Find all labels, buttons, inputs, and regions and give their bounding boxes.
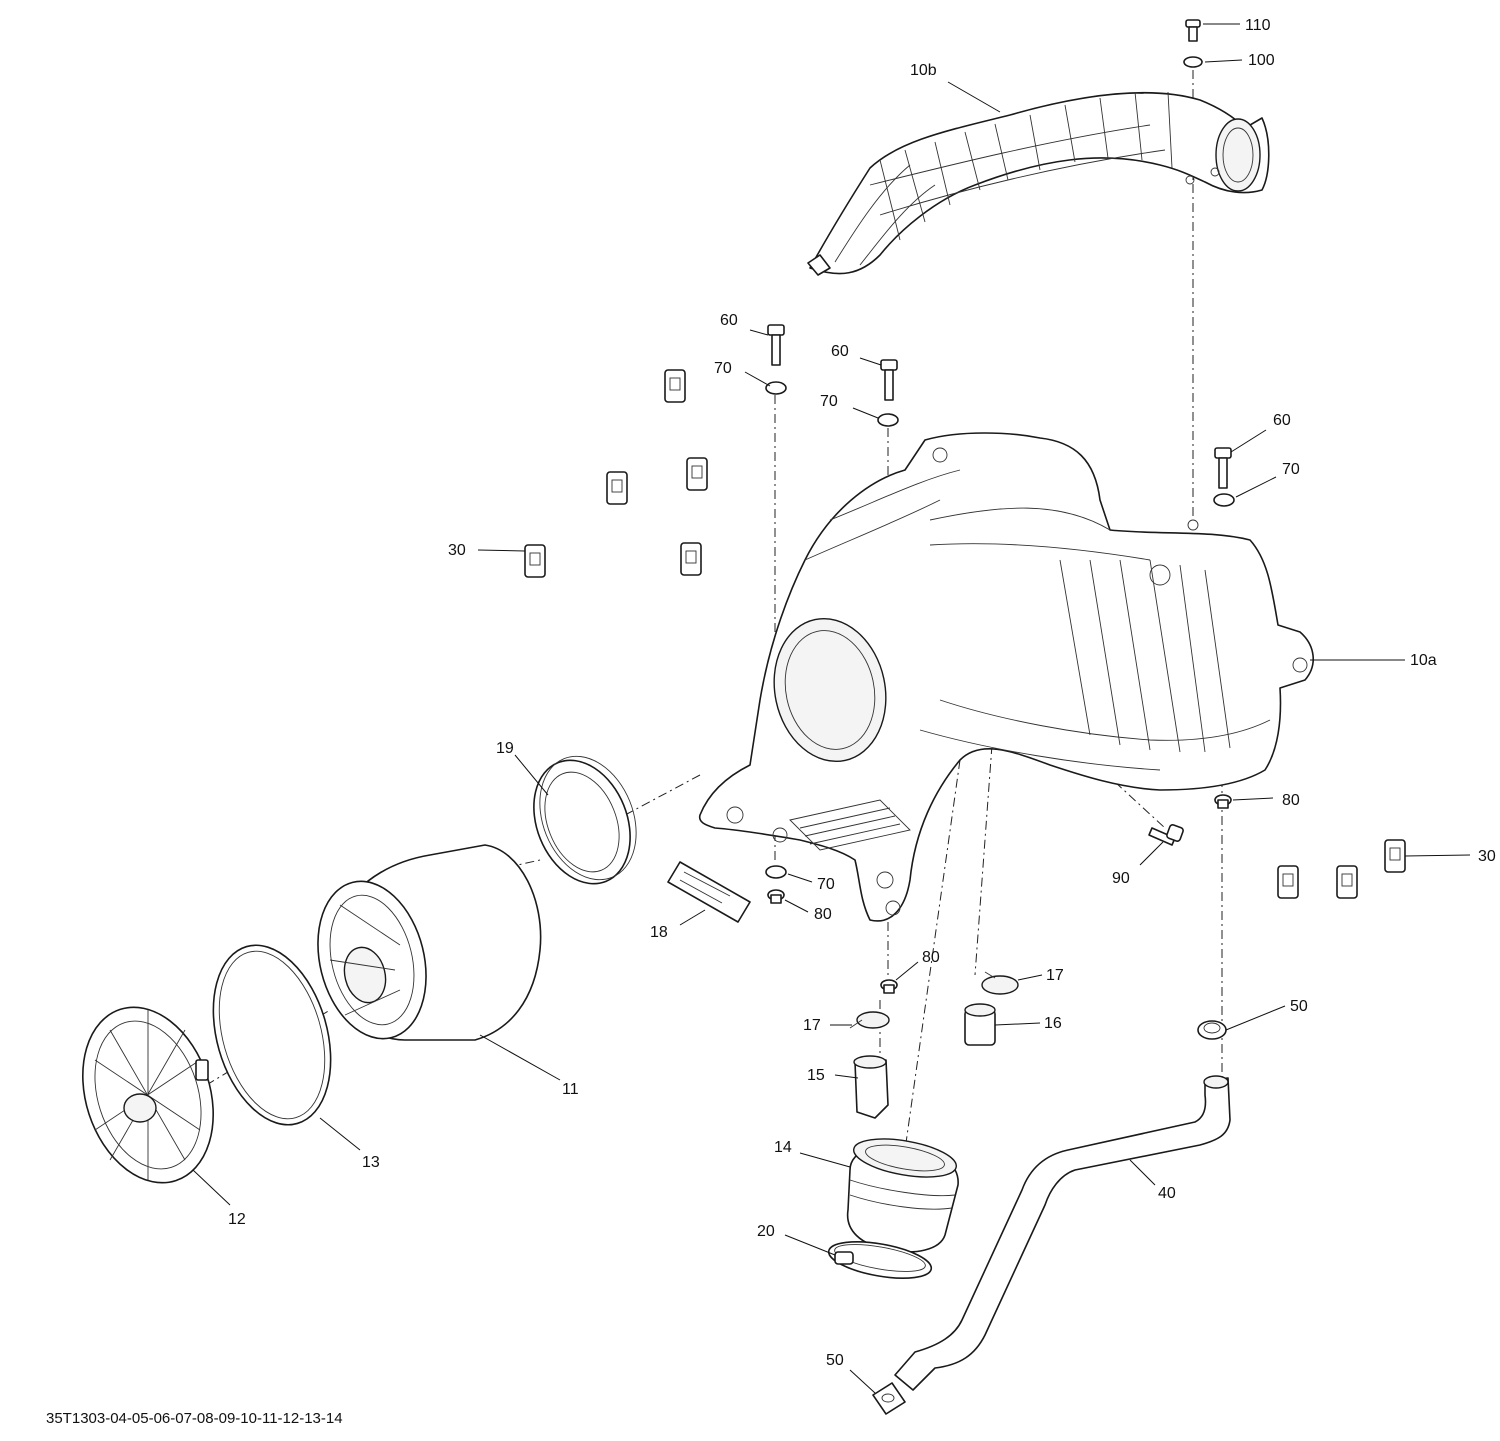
callout-90: 90	[1112, 870, 1130, 887]
callout-80-bottom: 80	[922, 949, 940, 966]
filter-cover-12	[82, 1006, 214, 1184]
seal-ring-19	[533, 755, 637, 885]
air-filter-11	[317, 844, 542, 1041]
clamp-17-right	[981, 971, 1019, 995]
callout-30-left: 30	[448, 542, 466, 559]
callout-30-right: 30	[1478, 848, 1496, 865]
callout-18: 18	[650, 924, 668, 941]
callout-110: 110	[1245, 17, 1271, 34]
gasket-13	[212, 944, 332, 1126]
callout-12: 12	[228, 1211, 246, 1228]
intake-duct-10b	[807, 91, 1270, 276]
clips-30-left	[524, 369, 708, 578]
drain-hose-40	[894, 1075, 1231, 1391]
callout-14: 14	[774, 1139, 792, 1156]
washer-70-left	[765, 381, 787, 395]
callout-70-left: 70	[714, 360, 732, 377]
callout-70-right: 70	[1282, 461, 1300, 478]
callout-17-left: 17	[803, 1017, 821, 1034]
fitting-15	[853, 1055, 889, 1119]
grommet-80-bottom	[880, 979, 898, 994]
clips-30-right	[1277, 839, 1406, 899]
callout-100: 100	[1248, 52, 1275, 69]
callout-50-bottom: 50	[826, 1352, 844, 1369]
grommet-80-left	[767, 889, 785, 904]
grommet-80-right	[1214, 794, 1232, 809]
callout-70-mid: 70	[820, 393, 838, 410]
callout-60-left: 60	[720, 312, 738, 329]
callout-19: 19	[496, 740, 514, 757]
callout-15: 15	[807, 1067, 825, 1084]
callout-11: 11	[562, 1081, 579, 1098]
callout-20: 20	[757, 1223, 775, 1240]
drawing-code: 35T1303-04-05-06-07-08-09-10-11-12-13-14	[46, 1410, 343, 1427]
clamp-17-left	[849, 1011, 890, 1029]
callout-16: 16	[1044, 1015, 1062, 1032]
callout-labels: 110 100 10b 60 70 60 70 60 70 30 10a 19 …	[228, 17, 1496, 1369]
callout-80-left: 80	[814, 906, 832, 923]
washer-70-mid	[877, 413, 899, 427]
bolt-60-right	[1214, 447, 1232, 489]
sleeve-16	[964, 1003, 996, 1046]
bolt-90	[1148, 824, 1184, 846]
clamp-50-bottom	[872, 1382, 906, 1415]
leader-lines	[192, 23, 1471, 1394]
label-18	[667, 861, 751, 923]
callout-10b: 10b	[910, 62, 937, 79]
callout-60-right: 60	[1273, 412, 1291, 429]
washer-70-right	[1213, 493, 1235, 507]
screw-110	[1185, 19, 1201, 42]
hardware	[524, 19, 1406, 1415]
callout-60-mid: 60	[831, 343, 849, 360]
clamp-50-top	[1197, 1020, 1227, 1040]
callout-70-bottom: 70	[817, 876, 835, 893]
callout-40: 40	[1158, 1185, 1176, 1202]
washer-100	[1183, 56, 1203, 68]
airbox-10a	[698, 432, 1314, 922]
bolt-60-left	[767, 324, 785, 366]
washer-70-bottom	[765, 865, 787, 879]
callout-17-right: 17	[1046, 967, 1064, 984]
callout-10a: 10a	[1410, 652, 1437, 669]
callout-13: 13	[362, 1154, 380, 1171]
callout-50-top: 50	[1290, 998, 1308, 1015]
callout-80-right: 80	[1282, 792, 1300, 809]
bolt-60-mid	[880, 359, 898, 401]
clamp-20	[827, 1241, 933, 1279]
boot-14	[846, 1138, 959, 1253]
